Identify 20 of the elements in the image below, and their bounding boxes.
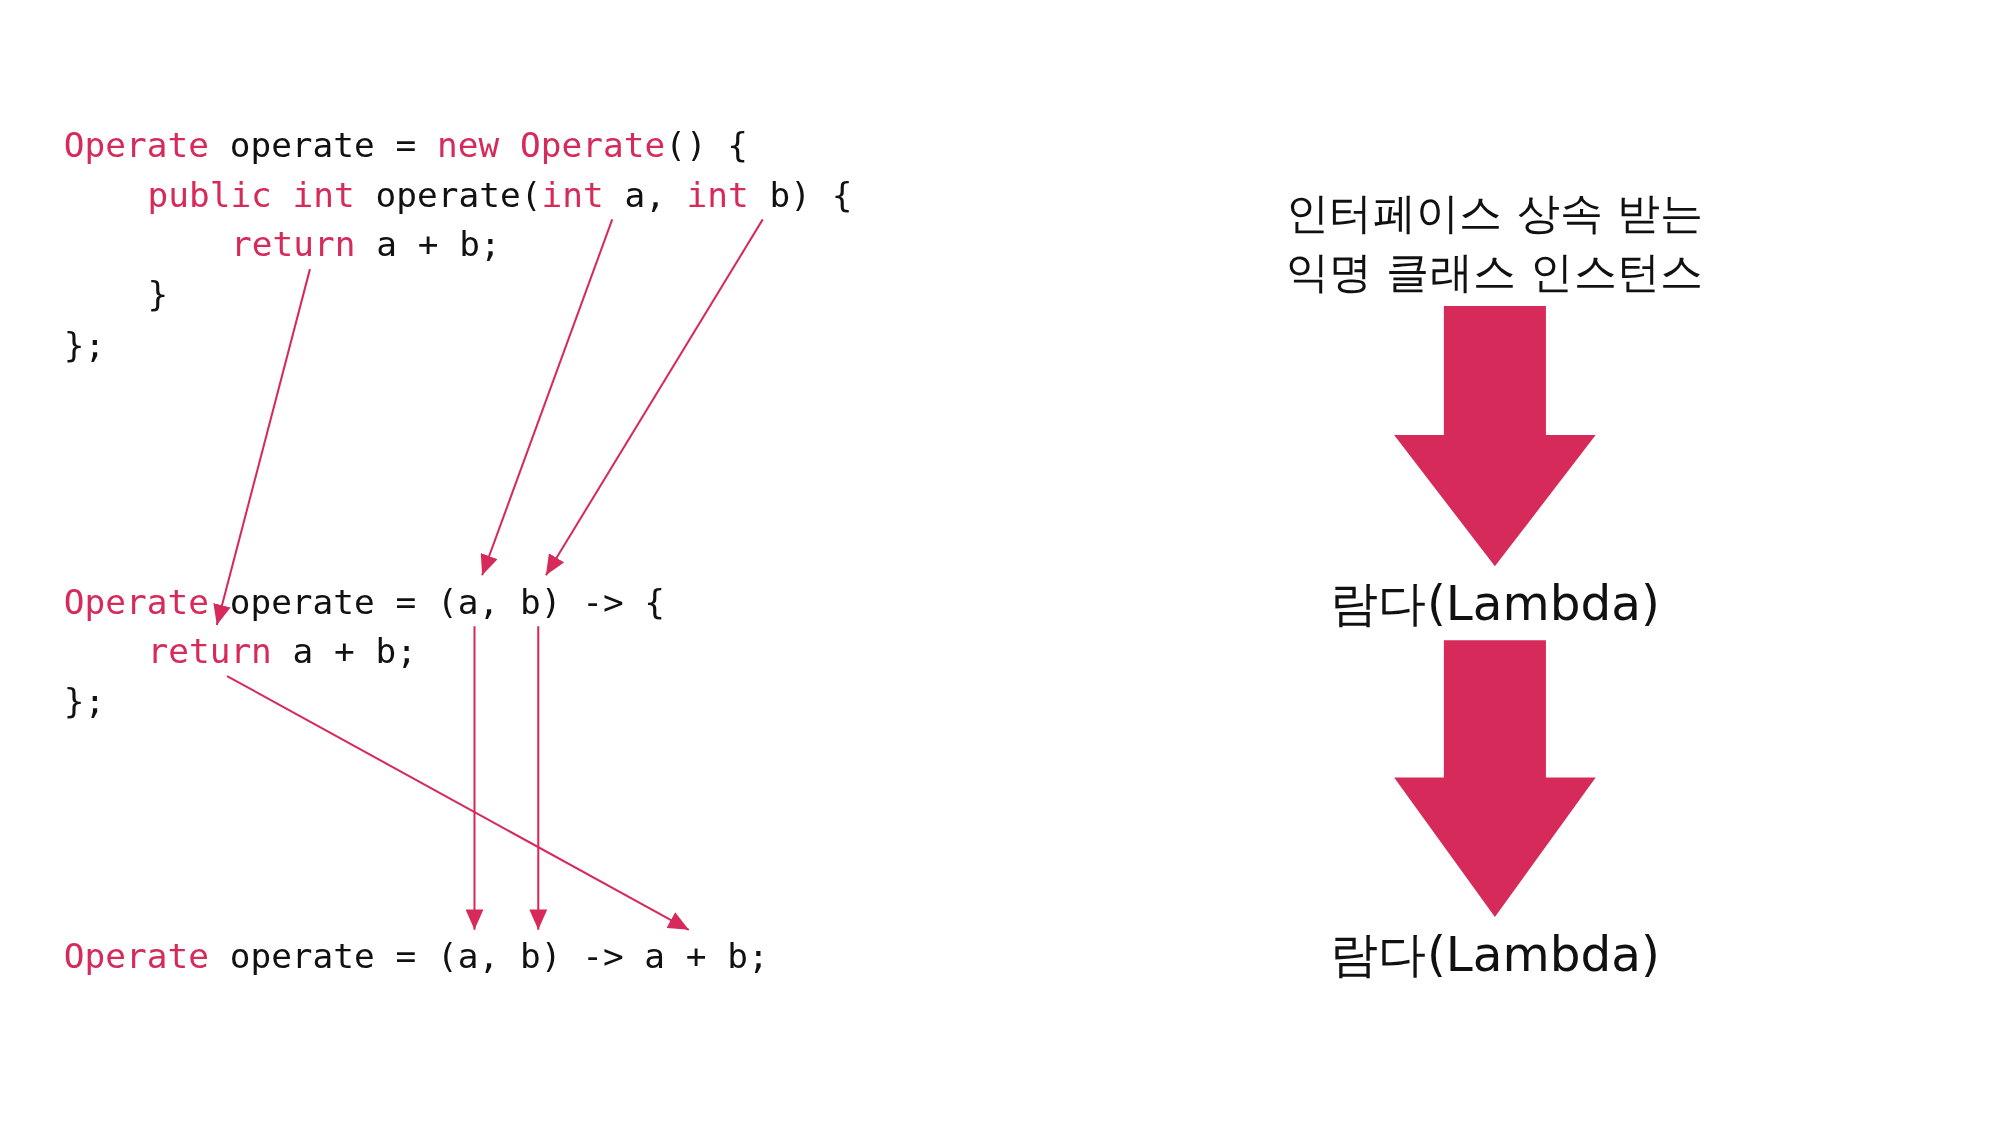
label-text: 인터페이스 상속 받는 익명 클래스 인스턴스 xyxy=(1265,183,1725,301)
arrow xyxy=(529,626,548,930)
arrow xyxy=(213,268,311,626)
code-line: }; xyxy=(63,675,106,726)
code-line: } xyxy=(147,268,169,319)
code-line: return a + b; xyxy=(147,625,418,676)
arrow xyxy=(465,626,484,930)
code-line: Operate operate = new Operate() { xyxy=(63,119,749,169)
arrow xyxy=(480,219,614,576)
arrow xyxy=(226,675,690,931)
code-line: Operate operate = (a, b) -> { xyxy=(63,575,666,626)
block-arrow xyxy=(1394,306,1596,567)
code-line: Operate operate = (a, b) -> a + b; xyxy=(63,930,769,981)
code-line: return a + b; xyxy=(231,218,501,269)
arrow xyxy=(545,218,764,576)
label-text: 람다(Lambda) xyxy=(1239,571,1750,636)
label-text: 람다(Lambda) xyxy=(1239,922,1750,986)
code-line: public int operate(int a, int b) { xyxy=(147,169,853,219)
block-arrow xyxy=(1394,640,1596,918)
code-line: }; xyxy=(63,319,106,370)
